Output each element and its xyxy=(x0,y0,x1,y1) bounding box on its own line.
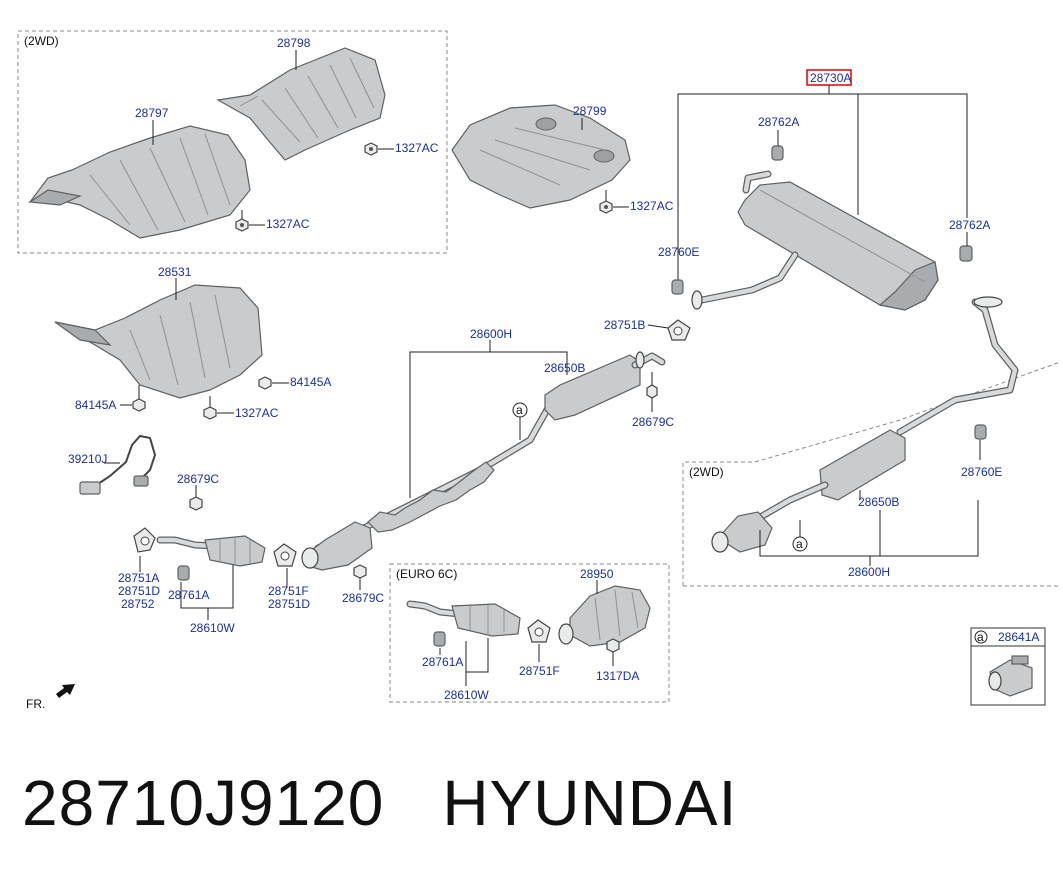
label-28751d-mid: 28751D xyxy=(268,597,310,611)
label-28679c-left: 28679C xyxy=(177,472,219,486)
label-84145a-left: 84145A xyxy=(75,398,116,412)
section-frame-euro6c xyxy=(389,563,670,703)
gasket-28751b[interactable] xyxy=(667,319,691,341)
nut-1327ac-b[interactable] xyxy=(235,218,249,232)
label-28610w-left: 28610W xyxy=(190,621,235,635)
label-1327ac-c: 1327AC xyxy=(630,199,674,213)
label-28798: 28798 xyxy=(277,36,311,50)
center-pipe-28600h[interactable] xyxy=(314,351,666,552)
label-28600h-top: 28600H xyxy=(470,327,512,341)
front-direction-label: FR. xyxy=(26,697,45,711)
label-28730a[interactable]: 28730A xyxy=(810,71,851,85)
label-28650b-top: 28650B xyxy=(544,361,585,375)
front-arrow-icon xyxy=(56,684,75,698)
nut-1327ac-a[interactable] xyxy=(364,142,378,156)
label-1327ac-d: 1327AC xyxy=(235,406,279,420)
nut-1327ac-d[interactable] xyxy=(203,406,217,420)
label-28760e-right: 28760E xyxy=(961,465,1002,479)
label-28610w-euro: 28610W xyxy=(444,688,489,702)
hanger-28760e-left[interactable] xyxy=(671,279,684,295)
clamp-inset-28641a[interactable]: a 28641A xyxy=(970,627,1046,706)
label-1327ac-a: 1327AC xyxy=(395,141,439,155)
label-1317da: 1317DA xyxy=(596,669,639,683)
section-label-euro6c: (EURO 6C) xyxy=(396,567,457,581)
label-28531: 28531 xyxy=(158,265,192,279)
nut-1317da[interactable] xyxy=(606,638,620,653)
hanger-28762a-right[interactable] xyxy=(959,245,973,262)
oxygen-sensor-39210j[interactable] xyxy=(79,434,157,495)
brand-name: HYUNDAI xyxy=(442,767,738,839)
label-28751f-left: 28751F xyxy=(268,584,309,598)
label-28751b: 28751B xyxy=(604,318,645,332)
gasket-28751f-euro[interactable] xyxy=(527,619,551,643)
label-28797: 28797 xyxy=(135,106,169,120)
label-28761a-left: 28761A xyxy=(168,588,209,602)
heat-shield-28798[interactable] xyxy=(216,47,386,161)
svg-text:a: a xyxy=(977,630,984,644)
label-28751a-left: 28751A xyxy=(118,571,159,585)
nut-1327ac-c[interactable] xyxy=(599,200,613,214)
label-1327ac-b: 1327AC xyxy=(266,217,310,231)
nut-28679c-bottom[interactable] xyxy=(353,564,367,579)
gasket-28751a-left[interactable] xyxy=(133,527,156,553)
section-label-2wd-right: (2WD) xyxy=(689,465,724,479)
label-84145a-right: 84145A xyxy=(290,375,331,389)
nut-84145a-right[interactable] xyxy=(258,376,272,390)
section-label-2wd-top: (2WD) xyxy=(24,34,59,48)
svg-text:a: a xyxy=(516,403,523,417)
label-28762a-right: 28762A xyxy=(949,218,990,232)
label-28761a-euro: 28761A xyxy=(422,655,463,669)
gasket-28751f-left[interactable] xyxy=(273,543,297,567)
nut-28679c-left[interactable] xyxy=(189,496,203,511)
catalytic-converter-28950[interactable] xyxy=(558,585,651,647)
front-pipe-28610w-euro[interactable] xyxy=(406,600,521,637)
label-28751d-left: 28751D xyxy=(118,584,160,598)
hanger-28762a-top[interactable] xyxy=(771,145,784,161)
hanger-28761a-left[interactable] xyxy=(177,565,190,581)
label-28600h-right: 28600H xyxy=(848,565,890,579)
label-28760e-left: 28760E xyxy=(658,245,699,259)
heat-shield-28797[interactable] xyxy=(28,125,251,239)
label-28641a: 28641A xyxy=(998,630,1039,644)
label-28679c-mid: 28679C xyxy=(632,415,674,429)
svg-text:a: a xyxy=(796,537,803,551)
hanger-28761a-euro[interactable] xyxy=(433,631,446,647)
label-28799: 28799 xyxy=(573,104,607,118)
front-pipe-28610w-left[interactable] xyxy=(156,535,266,567)
heat-shield-28531[interactable] xyxy=(54,284,263,399)
label-28650b-right: 28650B xyxy=(858,495,899,509)
heat-shield-28799[interactable] xyxy=(451,104,631,209)
footer: 28710J9120 HYUNDAI xyxy=(22,758,737,848)
catalytic-converter-center[interactable] xyxy=(301,521,373,571)
label-28762a-top: 28762A xyxy=(758,115,799,129)
tail-pipe-2wd[interactable] xyxy=(896,296,1019,436)
section-frame-2wd-right xyxy=(682,361,1061,586)
rear-muffler-28730a[interactable] xyxy=(691,170,939,311)
label-39210j: 39210J xyxy=(68,452,107,466)
label-28679c-bottom: 28679C xyxy=(342,591,384,605)
part-number-title: 28710J9120 xyxy=(22,767,385,839)
label-28751f-euro: 28751F xyxy=(519,664,560,678)
muffler-28650b-2wd[interactable] xyxy=(711,429,906,553)
nut-84145a-left[interactable] xyxy=(132,398,146,412)
section-frame-2wd-heat-shields xyxy=(17,30,448,254)
label-28950: 28950 xyxy=(580,567,614,581)
hanger-28760e-right[interactable] xyxy=(974,424,987,440)
label-28752: 28752 xyxy=(121,597,155,611)
nut-28679c-mid[interactable] xyxy=(646,384,658,399)
